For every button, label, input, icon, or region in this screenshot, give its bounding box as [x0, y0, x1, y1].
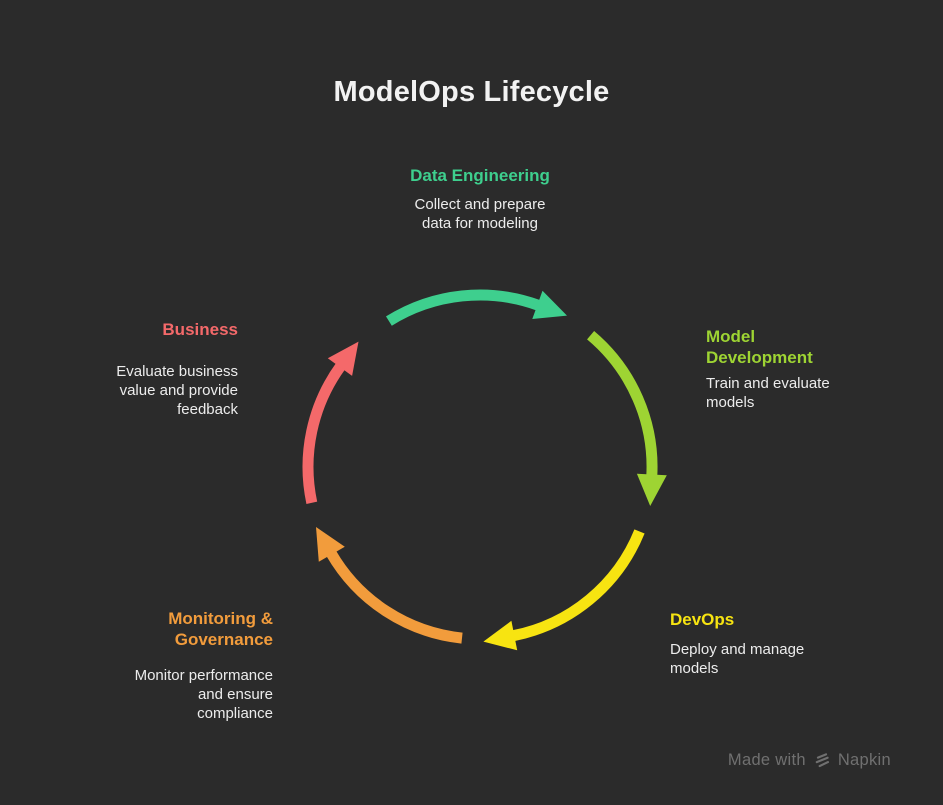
stage-business-label: Business: [162, 320, 238, 339]
business-arrowhead-icon: [327, 341, 359, 376]
stage-devops-label: DevOps: [670, 610, 735, 629]
model-development-arrowhead-icon: [636, 473, 667, 506]
stage-monitoring-governance: Monitoring & Governance Monitor performa…: [135, 608, 273, 723]
data-engineering-arc: [385, 289, 541, 326]
stage-business: Business Evaluate business value and pro…: [116, 319, 238, 419]
monitoring-governance-arrowhead-icon: [316, 527, 345, 562]
devops-arrowhead-icon: [483, 620, 518, 651]
monitoring-governance-arc: [326, 550, 463, 644]
watermark-text: Made with: [727, 751, 806, 769]
stage-business-description: Evaluate business value and provide feed…: [116, 363, 238, 418]
stage-model-development-description: Train and evaluate models: [706, 375, 830, 411]
watermark-brand: Napkin: [837, 751, 891, 769]
stage-monitoring-governance-label: Monitoring & Governance: [168, 609, 273, 649]
stage-monitoring-governance-description: Monitor performance and ensure complianc…: [134, 667, 273, 722]
data-engineering-arrowhead-icon: [532, 290, 567, 319]
stage-data-engineering-label: Data Engineering: [410, 166, 550, 185]
stage-devops: DevOps Deploy and manage models: [670, 609, 804, 678]
stage-data-engineering: Data Engineering Collect and prepare dat…: [380, 165, 580, 233]
stage-model-development: Model Development Train and evaluate mod…: [706, 326, 830, 412]
model-development-arc: [587, 330, 658, 477]
napkin-logo-icon: [815, 752, 829, 767]
watermark: Made with Napkin: [728, 751, 891, 770]
stage-model-development-label: Model Development: [706, 327, 813, 367]
devops-arc: [511, 529, 645, 642]
stage-devops-description: Deploy and manage models: [670, 641, 805, 677]
stage-data-engineering-description: Collect and prepare data for modeling: [414, 196, 546, 232]
page-title: ModelOps Lifecycle: [333, 76, 610, 108]
business-arc: [302, 362, 346, 504]
